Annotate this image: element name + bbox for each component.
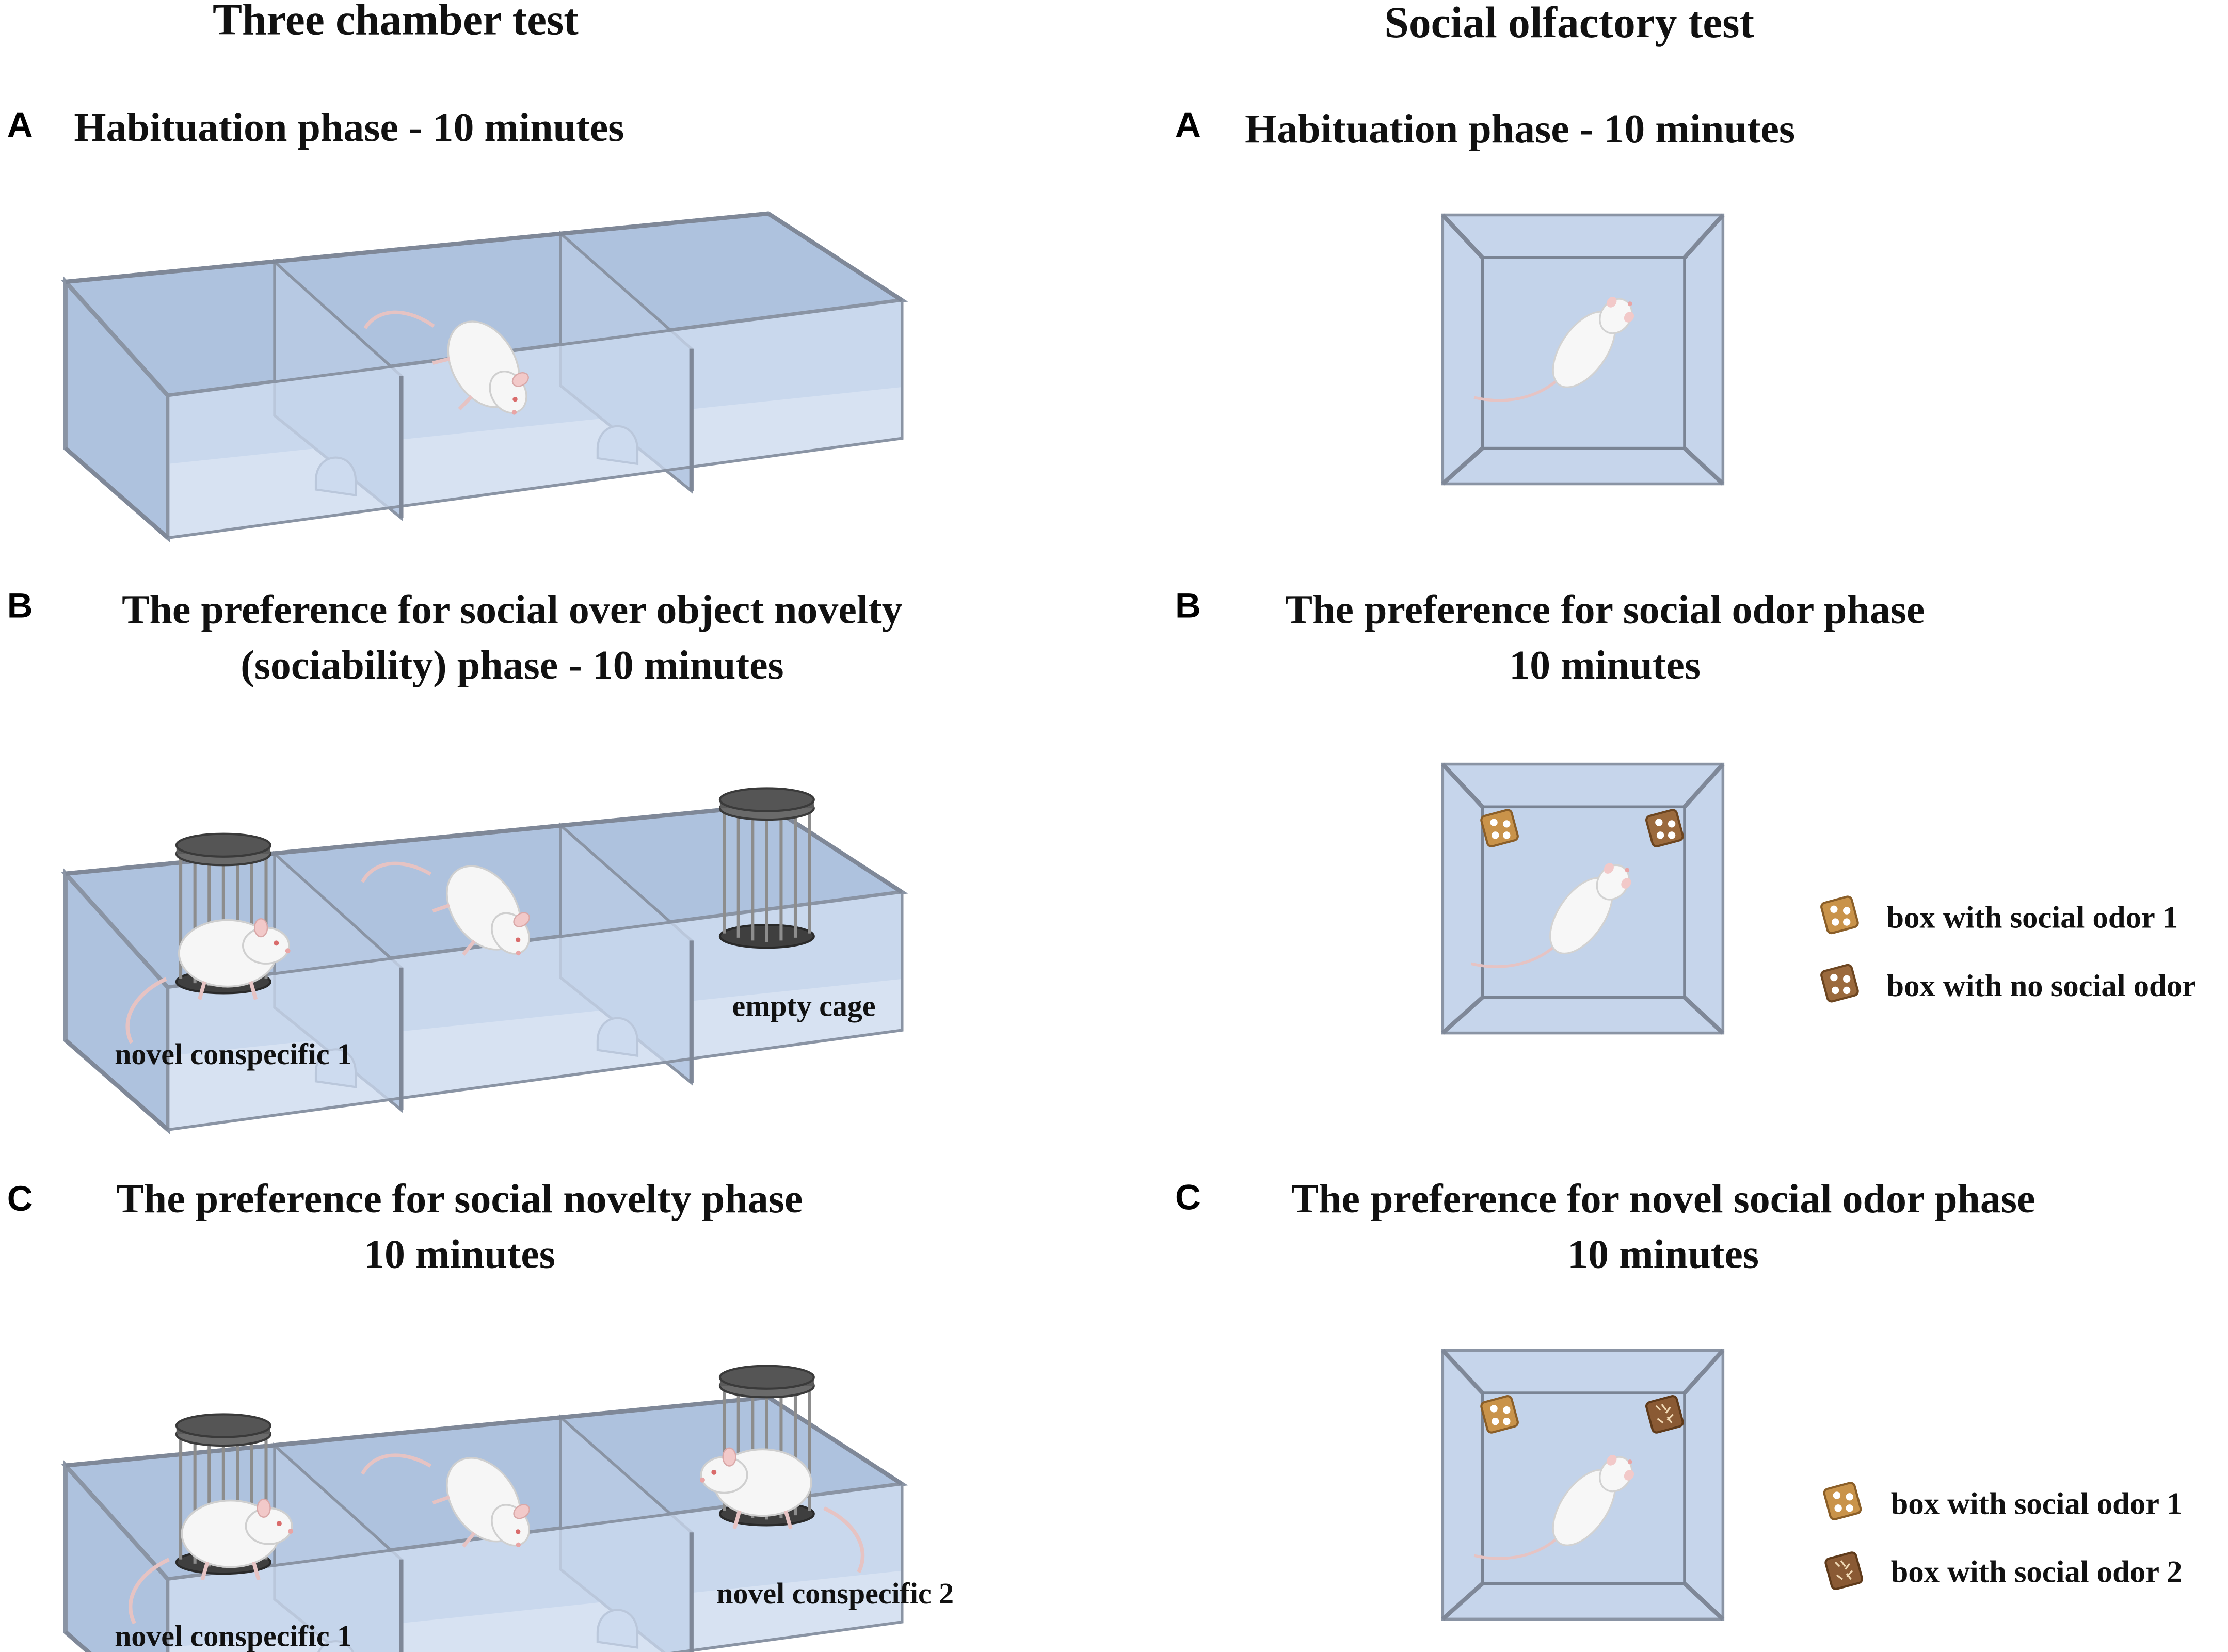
panel-letter-left-a: A <box>7 105 33 145</box>
panel-letter-right-b: B <box>1175 586 1201 625</box>
open-field-arena-a <box>1442 215 1723 484</box>
legend-c-odor1-icon <box>1823 1482 1862 1520</box>
legend-b-item-2: box with no social odor <box>1886 969 2196 1003</box>
left-column-title: Three chamber test <box>213 0 579 44</box>
right-column-title: Social olfactory test <box>1384 0 1754 47</box>
left-a-title: Habituation phase - 10 minutes <box>74 105 624 150</box>
legend-c-odor2-icon <box>1825 1551 1863 1590</box>
left-c-title-line1: The preference for social novelty phase <box>116 1176 803 1222</box>
legend-c-item-2: box with social odor 2 <box>1891 1555 2183 1590</box>
panel-letter-right-a: A <box>1175 105 1201 145</box>
right-c-title-line1: The preference for novel social odor pha… <box>1291 1176 2035 1222</box>
legend-c: box with social odor 1 box with social o… <box>1823 1482 2183 1590</box>
legend-b-no-odor-icon <box>1820 964 1858 1002</box>
legend-c-item-1: box with social odor 1 <box>1891 1486 2183 1521</box>
left-b-title-line1: The preference for social over object no… <box>122 587 903 633</box>
right-b-title-line1: The preference for social odor phase <box>1285 587 1925 633</box>
panel-letter-left-b: B <box>7 586 33 625</box>
label-empty-cage: empty cage <box>732 989 876 1023</box>
panel-letter-right-c: C <box>1175 1177 1201 1217</box>
three-chamber-apparatus-a <box>66 214 902 538</box>
left-c-title-line2: 10 minutes <box>364 1231 555 1277</box>
left-b-title-line2: (sociability) phase - 10 minutes <box>241 643 784 688</box>
label-novel-conspecific-1-c: novel conspecific 1 <box>115 1619 352 1652</box>
label-novel-conspecific-1-b: novel conspecific 1 <box>115 1037 352 1071</box>
three-chamber-apparatus-b <box>66 788 902 1130</box>
right-a-title: Habituation phase - 10 minutes <box>1245 106 1795 152</box>
panel-letter-left-c: C <box>7 1179 33 1218</box>
legend-b-odor1-icon <box>1820 896 1858 934</box>
open-field-arena-c <box>1442 1350 1723 1619</box>
open-field-arena-b <box>1442 764 1723 1033</box>
legend-b-item-1: box with social odor 1 <box>1886 901 2178 935</box>
right-b-title-line2: 10 minutes <box>1509 643 1701 688</box>
label-novel-conspecific-2: novel conspecific 2 <box>716 1577 954 1610</box>
legend-b: box with social odor 1 box with no socia… <box>1820 896 2196 1003</box>
right-c-title-line2: 10 minutes <box>1567 1231 1759 1277</box>
